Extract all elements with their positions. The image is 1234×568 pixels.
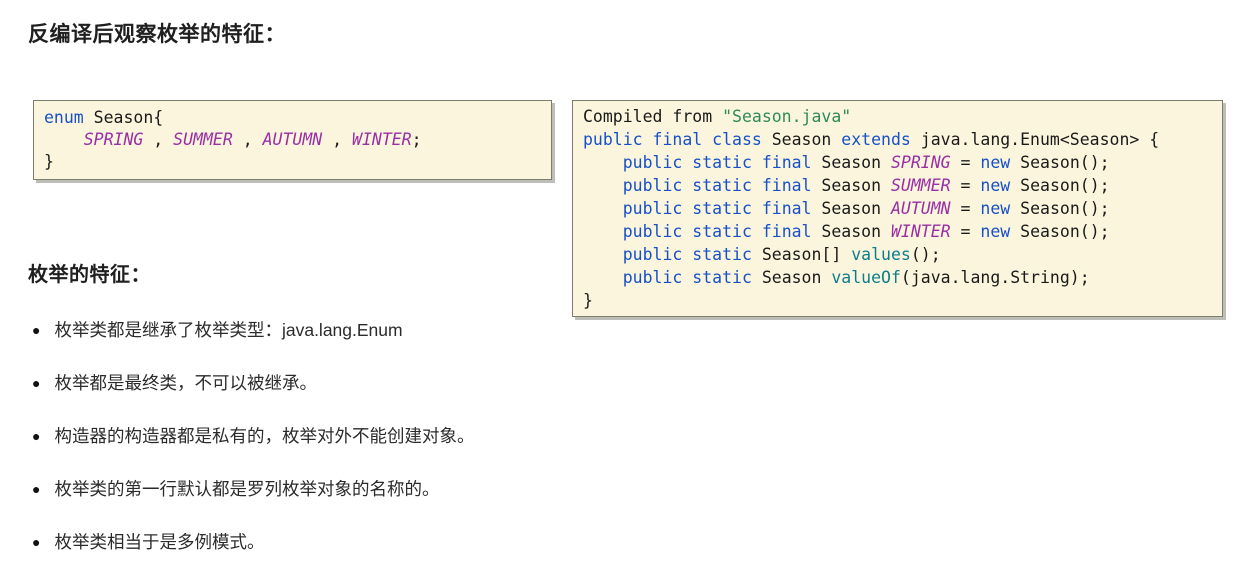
- bullet-item: ● 枚举类的第一行默认都是罗列枚举对象的名称的。: [32, 477, 474, 501]
- bullet-icon: ●: [32, 375, 41, 391]
- bullet-item: ● 枚举都是最终类，不可以被继承。: [32, 371, 474, 395]
- code-line: public static final Season AUTUMN = new …: [622, 199, 1110, 218]
- code-line: }: [583, 291, 593, 310]
- bullet-text: 构造器的构造器都是私有的，枚举对外不能创建对象。: [54, 426, 475, 446]
- code-line: public static final Season WINTER = new …: [622, 222, 1110, 241]
- bullet-text: 枚举类都是继承了枚举类型：java.lang.Enum: [54, 320, 403, 340]
- bullet-text: 枚举类的第一行默认都是罗列枚举对象的名称的。: [54, 479, 440, 499]
- code-line: public static final Season SUMMER = new …: [622, 176, 1110, 195]
- code-line: SPRING , SUMMER , AUTUMN , WINTER;: [83, 130, 422, 149]
- bullet-icon: ●: [32, 481, 41, 497]
- bullet-text: 枚举类相当于是多例模式。: [54, 532, 265, 552]
- code-line: public static Season valueOf(java.lang.S…: [622, 268, 1090, 287]
- code-line: }: [44, 152, 54, 171]
- bullet-text: 枚举都是最终类，不可以被继承。: [54, 373, 317, 393]
- enum-source-code-block: enum Season{ SPRING , SUMMER , AUTUMN , …: [33, 100, 552, 180]
- decompiled-code-block: Compiled from "Season.java" public final …: [572, 100, 1223, 317]
- bullet-item: ● 枚举类都是继承了枚举类型：java.lang.Enum: [32, 318, 474, 342]
- features-heading: 枚举的特征：: [28, 264, 151, 286]
- bullet-item: ● 枚举类相当于是多例模式。: [32, 530, 474, 554]
- code-line: public static final Season SPRING = new …: [622, 153, 1110, 172]
- bullet-item: ● 构造器的构造器都是私有的，枚举对外不能创建对象。: [32, 424, 474, 448]
- bullet-icon: ●: [32, 428, 41, 444]
- page-title: 反编译后观察枚举的特征：: [28, 23, 286, 46]
- code-line: Compiled from "Season.java": [583, 107, 852, 126]
- bullet-icon: ●: [32, 322, 41, 338]
- features-bullet-list: ● 枚举类都是继承了枚举类型：java.lang.Enum ● 枚举都是最终类，不可以…: [32, 318, 474, 568]
- bullet-icon: ●: [32, 534, 41, 550]
- code-line: public static Season[] values();: [622, 245, 941, 264]
- code-line: public final class Season extends java.l…: [583, 130, 1160, 149]
- code-line: enum Season{: [44, 108, 164, 127]
